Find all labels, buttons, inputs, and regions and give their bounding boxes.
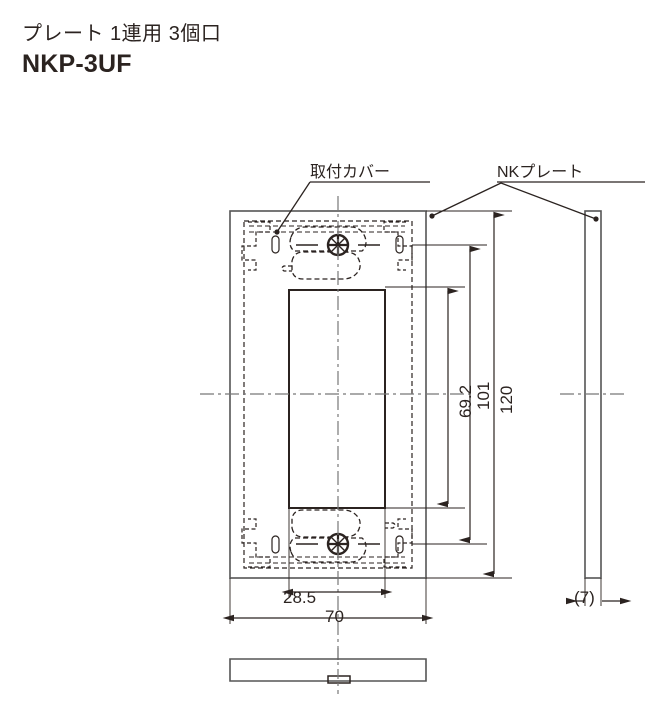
cover-claw-bottom-notch [385, 522, 396, 529]
bottom-view-body [229, 658, 427, 682]
screw-bottom [296, 532, 380, 556]
side-view [560, 210, 625, 579]
bracket-top-right [383, 221, 413, 271]
label-mounting-cover: 取付カバー [310, 164, 391, 181]
dimension-width-inner: 28.5 [283, 588, 317, 607]
cover-rail-bottom [249, 556, 405, 564]
bracket-bottom-left [241, 518, 271, 568]
dimension-height-inner: 69.2 [456, 384, 475, 418]
leader-nkplate-right [500, 182, 599, 222]
product-code: NKP-3UF [22, 50, 132, 78]
slot-bottom-left [271, 535, 280, 554]
cover-body-bottom [289, 537, 367, 563]
title-block: プレート 1連用 3個口 NKP-3UF [22, 22, 221, 80]
center-opening [288, 289, 386, 509]
cover-claw-bottom [291, 509, 361, 538]
cover-claw-top [291, 251, 361, 280]
cover-body-top [289, 226, 367, 252]
leader-cover [274, 181, 311, 235]
front-view [200, 196, 470, 660]
slot-top-right [395, 235, 404, 254]
bracket-bottom-right [383, 518, 413, 568]
dimension-height-total: 120 [497, 385, 516, 414]
leader-lines [274, 181, 645, 235]
cover-claw-top-notch [281, 265, 292, 272]
horizontal-dimensions [222, 508, 632, 624]
dimension-height-mid: 101 [474, 381, 493, 410]
vertical-dimensions [385, 210, 512, 579]
mounting-cover-bottom [241, 509, 413, 568]
label-nk-plate: NKプレート [497, 164, 584, 181]
dimension-thickness: (7) [574, 588, 595, 607]
bottom-view-tab [327, 675, 351, 684]
slot-top-left [271, 235, 280, 254]
bottom-view [229, 648, 427, 694]
dimension-width-total: 70 [325, 607, 344, 626]
bracket-top-left [241, 221, 271, 271]
leader-nkplate-left [429, 182, 502, 219]
mounting-cover-top [241, 221, 413, 280]
product-category: プレート 1連用 3個口 [22, 23, 222, 45]
slot-bottom-right [395, 535, 404, 554]
